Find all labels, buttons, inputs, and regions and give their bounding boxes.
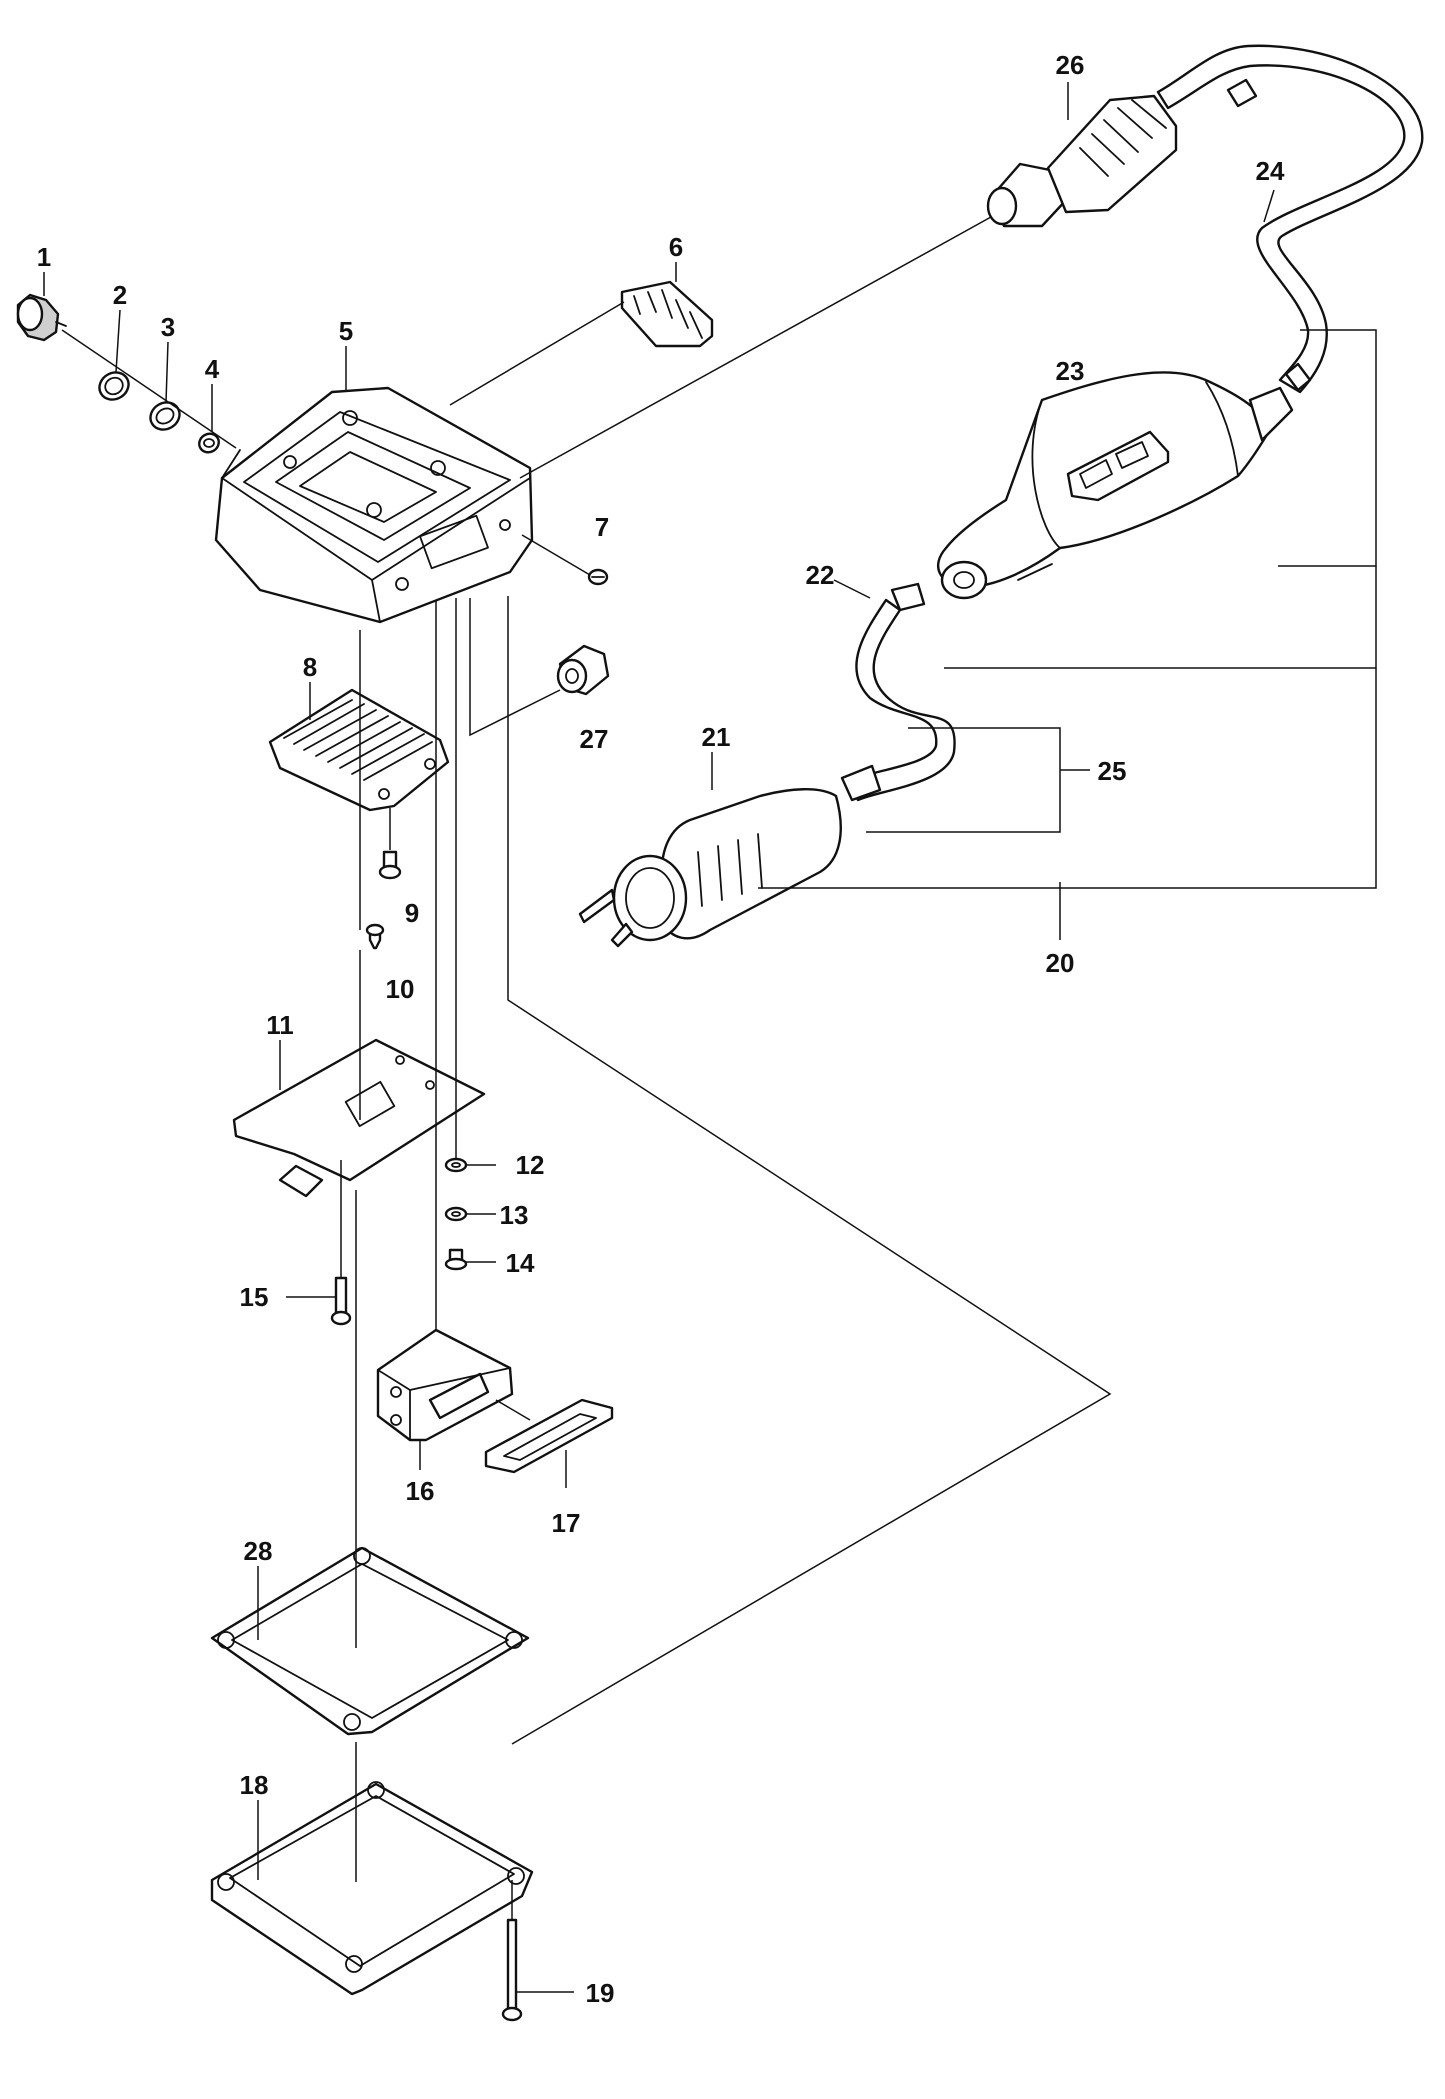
part-22-cable[interactable] [840,582,956,802]
callout-3: 3 [161,312,175,342]
part-11-pcb[interactable] [232,1038,486,1198]
part-16-switch[interactable] [376,1328,514,1442]
part-26-cable-gland[interactable] [986,94,1178,228]
part-6-terminal-strip[interactable] [620,280,714,348]
part-19-screw[interactable] [501,1918,523,2022]
callout-11: 11 [266,1010,294,1040]
part-14-screw[interactable] [444,1248,468,1271]
callout-2: 2 [113,280,127,310]
callout-5: 5 [339,316,353,346]
callout-25: 25 [1098,756,1127,786]
part-18-cover[interactable] [210,1781,534,1996]
callout-22: 22 [806,560,835,590]
callout-8: 8 [303,652,317,682]
part-4-washer[interactable] [196,430,222,456]
part-13-washer[interactable] [444,1206,468,1222]
part-3-ring[interactable] [146,397,185,435]
callout-13: 13 [500,1200,529,1230]
callout-9: 9 [405,898,419,928]
part-27-bushing[interactable] [556,644,610,696]
callout-20: 20 [1046,948,1075,978]
part-28-gasket[interactable] [210,1546,530,1736]
callout-18: 18 [240,1770,269,1800]
callout-1: 1 [37,242,51,272]
part-24-cable[interactable] [1156,44,1424,394]
callout-26: 26 [1056,50,1085,80]
callout-24: 24 [1256,156,1285,186]
callout-21: 21 [702,722,731,752]
part-12-washer[interactable] [444,1157,468,1173]
callout-14: 14 [506,1248,535,1278]
part-23-rcd[interactable] [936,371,1294,600]
part-15-screw[interactable] [330,1276,352,1326]
callout-15: 15 [240,1282,269,1312]
callout-27: 27 [580,724,609,754]
callout-23: 23 [1056,356,1085,386]
callout-4: 4 [205,354,220,384]
part-17-gasket[interactable] [484,1398,614,1474]
callout-28: 28 [244,1536,273,1566]
part-2-ring[interactable] [95,367,134,405]
part-5-housing[interactable] [214,386,534,624]
callout-19: 19 [586,1978,615,2008]
callout-12: 12 [516,1150,545,1180]
part-21-plug[interactable] [578,788,842,948]
callout-6: 6 [669,232,683,262]
part-10-screw[interactable] [365,923,385,950]
part-9-screw[interactable] [378,850,402,880]
callout-10: 10 [386,974,415,1004]
callout-7: 7 [595,512,609,542]
part-8-heatsink[interactable] [268,688,450,812]
part-7-screw[interactable] [587,568,609,586]
part-1-knob[interactable] [16,293,67,342]
callout-17: 17 [552,1508,581,1538]
callout-16: 16 [406,1476,435,1506]
